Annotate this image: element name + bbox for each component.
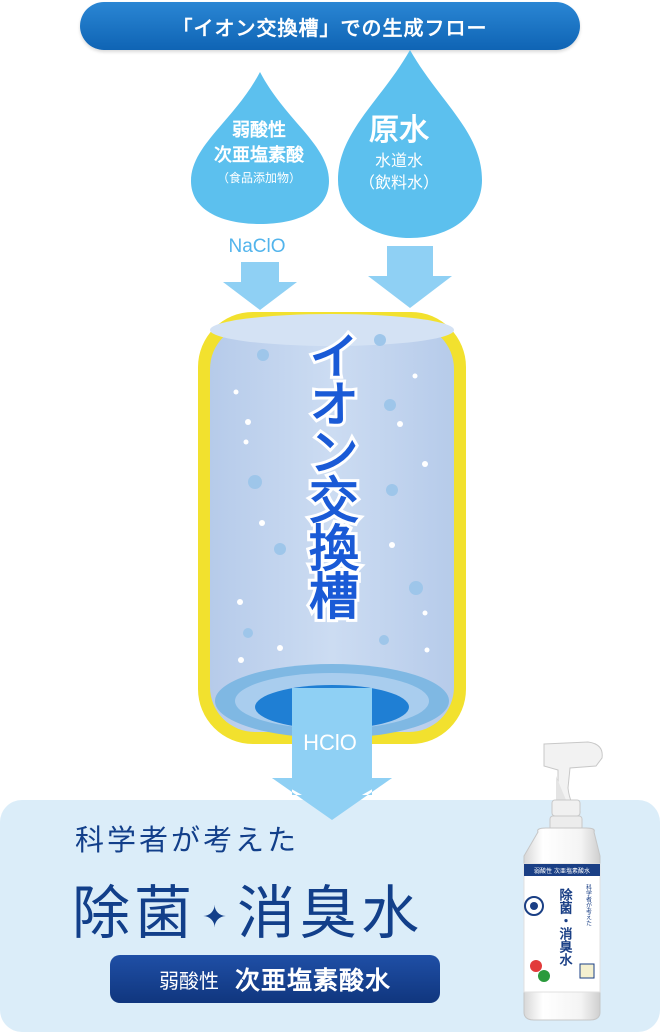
drop-left-line1: 弱酸性 [232,120,286,141]
tank-body [210,324,454,732]
spray-bottle: 弱酸性 次亜塩素酸水 科学者が考えた 除菌・消臭水 [523,741,603,1021]
sparkle-icon: ✦ [202,900,232,936]
drop-right-line2: 水道水 [374,151,423,170]
arrow-hclo-down [272,688,392,812]
drop-left-line2: 次亜塩素酸 [214,145,304,166]
product-title-part2: 消臭水 [237,879,424,947]
drop-right-line1: 原水 [369,113,429,148]
arrow-naclo-down [223,262,297,310]
water-drop-right [338,50,482,238]
badge-small-text: 弱酸性 [158,968,219,993]
arrow-water-down [368,246,452,308]
water-drop-left [191,72,329,224]
flow-title: 「イオン交換槽」での生成フロー [80,2,580,50]
drop-right-label: 原水 水道水 （飲料水） [334,112,464,194]
bottle-label-top: 弱酸性 次亜塩素酸水 [534,867,590,875]
naclo-label: NaClO [228,236,286,257]
product-subtitle: 科学者が考えた [75,823,300,857]
drop-left-line3: （食品添加物） [216,171,301,185]
product-badge: 弱酸性 次亜塩素酸水 [110,955,440,1003]
product-title-part1: 除菌 [72,879,197,947]
bottle-label-title: 除菌・消臭水 [557,887,573,967]
tank-label: イオン交換槽 [298,327,362,621]
badge-big-text: 次亜塩素酸水 [234,966,391,995]
hclo-label: HClO [303,730,357,755]
drop-left-label: 弱酸性 次亜塩素酸 （食品添加物） [194,118,324,188]
bottle-label-subtitle: 科学者が考えた [585,883,592,926]
drop-right-line3: （飲料水） [358,173,439,192]
tank-bubbles [233,334,430,663]
product-title: 除菌✦消臭水 [72,866,423,950]
